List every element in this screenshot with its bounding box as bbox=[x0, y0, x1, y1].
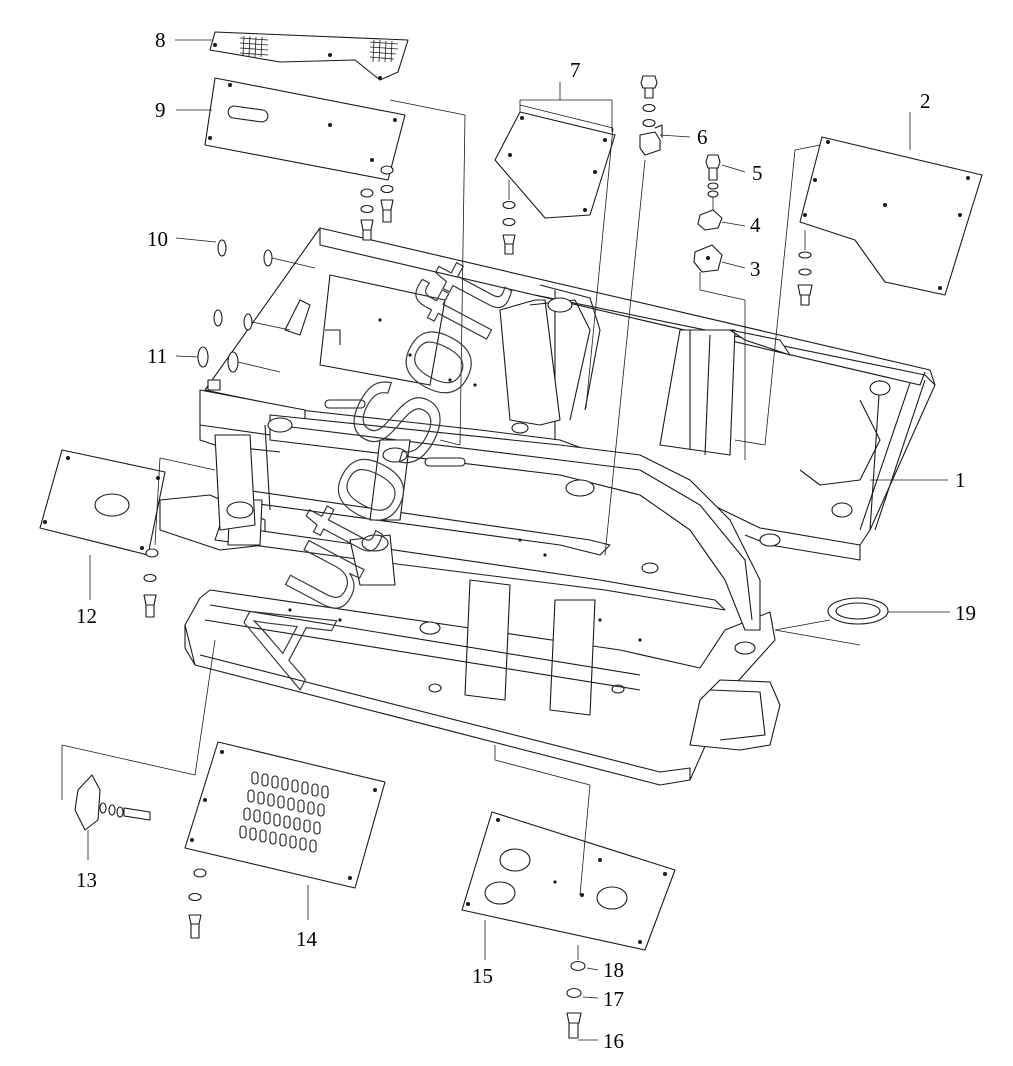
bolt-stack-part-9 bbox=[360, 165, 394, 241]
callout-12: 12 bbox=[76, 604, 97, 628]
part-6-bracket bbox=[639, 124, 663, 156]
callout-15: 15 bbox=[472, 964, 493, 988]
callout-19: 19 bbox=[955, 601, 976, 625]
part-13-hinge-bracket bbox=[61, 639, 216, 831]
callout-14: 14 bbox=[296, 927, 318, 951]
vent-slots bbox=[239, 771, 329, 853]
callout-10: 10 bbox=[147, 227, 168, 251]
callout-5: 5 bbox=[752, 161, 763, 185]
part-8-mesh-plate bbox=[209, 31, 409, 81]
part-3-clamp bbox=[693, 244, 746, 460]
part-10-grommet bbox=[217, 239, 316, 269]
bolt-stack-part-2 bbox=[797, 230, 813, 306]
callout-18: 18 bbox=[603, 958, 624, 982]
callout-6: 6 bbox=[697, 125, 708, 149]
part-14-vent-plate bbox=[184, 741, 386, 889]
bolt-stack-part-12 bbox=[143, 548, 159, 618]
callout-7: 7 bbox=[570, 58, 581, 82]
callout-17: 17 bbox=[603, 987, 624, 1011]
callout-13: 13 bbox=[76, 868, 97, 892]
part-19-grommet bbox=[774, 597, 889, 646]
part-5-bolt bbox=[705, 154, 721, 210]
leader-lines bbox=[87, 39, 950, 1041]
bolt-stack-part-7 bbox=[502, 180, 516, 255]
frame-center-beam bbox=[269, 414, 761, 631]
callout-9: 9 bbox=[155, 98, 166, 122]
bolt-stack-part-14 bbox=[188, 868, 207, 939]
callout-2: 2 bbox=[920, 89, 931, 113]
part-2-cover-plate bbox=[734, 136, 983, 446]
callouts: 1 2 3 4 5 6 7 8 9 10 11 12 13 14 15 16 1… bbox=[76, 28, 976, 1053]
part-9-cover-plate bbox=[204, 77, 466, 446]
part-11-grommet bbox=[197, 309, 291, 373]
part-4-washer-plate bbox=[697, 209, 723, 231]
callout-11: 11 bbox=[147, 344, 167, 368]
callout-8: 8 bbox=[155, 28, 166, 52]
callout-16: 16 bbox=[603, 1029, 624, 1053]
bolt-stack-part-15 bbox=[566, 945, 586, 1039]
callout-4: 4 bbox=[750, 213, 761, 237]
bolt-stack-part-6 bbox=[604, 75, 658, 556]
mounting-boss bbox=[226, 297, 891, 694]
main-frame bbox=[159, 227, 936, 786]
part-7-cover-plate bbox=[494, 104, 616, 409]
callout-3: 3 bbox=[750, 257, 761, 281]
part-15-cover-plate bbox=[461, 745, 676, 951]
callout-1: 1 bbox=[955, 468, 966, 492]
